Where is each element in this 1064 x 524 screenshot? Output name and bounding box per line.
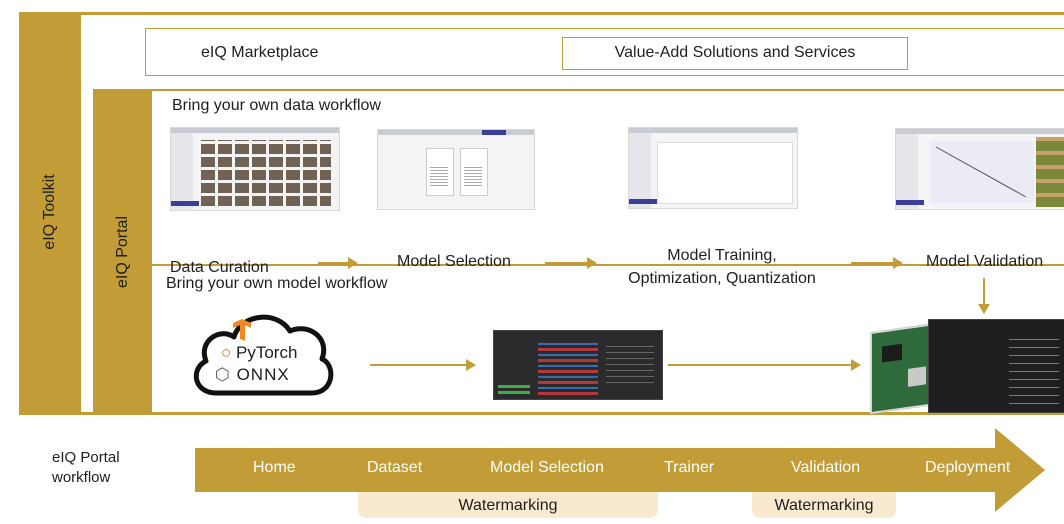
portal-divider [152, 264, 1064, 266]
stage-home[interactable]: Home [253, 459, 296, 476]
toolkit-label: eIQ Toolkit [41, 174, 58, 250]
portal-frame-left [93, 89, 152, 412]
arrow-training-to-validation [851, 257, 903, 269]
byod-title: Bring your own data workflow [172, 97, 381, 114]
arrow-cloud-to-model [370, 359, 476, 371]
step-model-training-line1: Model Training, [667, 247, 777, 264]
onnx-label: ⬡ ONNX [215, 365, 290, 385]
byom-title: Bring your own model workflow [166, 275, 388, 292]
step-data-curation: Data Curation [170, 259, 269, 276]
pytorch-icon: ○ [221, 343, 232, 362]
toolkit-frame-top [19, 12, 1064, 15]
pytorch-label: ○ PyTorch [221, 343, 297, 363]
toolkit-frame-left [19, 12, 81, 415]
watermarking-tab-1: Watermarking [358, 488, 658, 518]
tensorflow-icon [233, 319, 251, 341]
model-tool-screenshot [493, 330, 663, 400]
arrow-validation-down [978, 278, 990, 314]
value-add-box[interactable] [562, 37, 908, 70]
arrow-curation-to-selection [318, 257, 358, 269]
framework-cloud-icon [193, 314, 334, 396]
model-selection-screenshot [377, 129, 535, 210]
step-model-selection: Model Selection [397, 253, 511, 270]
watermarking-tab-2: Watermarking [752, 488, 896, 518]
workflow-label-line1: eIQ Portal [52, 449, 120, 466]
stage-model-selection[interactable]: Model Selection [490, 459, 604, 476]
stage-trainer[interactable]: Trainer [664, 459, 715, 476]
deployment-screenshot [928, 319, 1064, 413]
step-model-training-line2: Optimization, Quantization [628, 270, 816, 287]
portal-label: eIQ Portal [114, 215, 131, 289]
stage-dataset[interactable]: Dataset [367, 459, 423, 476]
toolkit-frame-bottom [19, 412, 1064, 415]
workflow-arrow [195, 428, 1045, 512]
pytorch-text: PyTorch [236, 343, 298, 362]
stage-deployment[interactable]: Deployment [925, 459, 1011, 476]
workflow-label-line2: workflow [52, 469, 111, 486]
value-add-label: Value-Add Solutions and Services [614, 44, 856, 61]
stage-validation[interactable]: Validation [791, 459, 861, 476]
marketplace-box [145, 28, 1064, 76]
onnx-icon: ⬡ [215, 365, 231, 384]
portal-frame-top [93, 89, 1064, 91]
arrow-selection-to-training [545, 257, 597, 269]
step-model-validation: Model Validation [926, 253, 1044, 270]
model-validation-screenshot [895, 128, 1064, 210]
onnx-text: ONNX [236, 365, 290, 384]
model-training-screenshot [628, 127, 798, 209]
arrow-model-to-deployment [668, 359, 861, 371]
data-curation-screenshot [170, 127, 340, 211]
marketplace-label: eIQ Marketplace [201, 44, 319, 61]
